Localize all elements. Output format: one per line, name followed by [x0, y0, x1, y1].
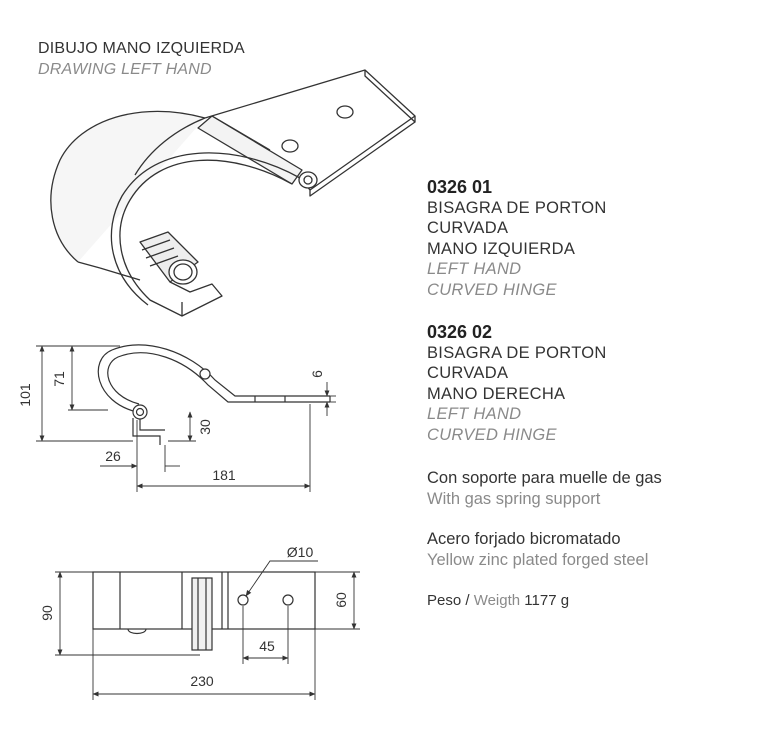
- support-note: Con soporte para muelle de gas With gas …: [427, 468, 662, 509]
- product-code: 0326 02: [427, 322, 493, 342]
- support-es: Con soporte para muelle de gas: [427, 469, 662, 487]
- product-block-2: 0326 02 BISAGRA DE PORTON CURVADA MANO D…: [427, 322, 607, 445]
- weight-value: 1177 g: [524, 592, 570, 609]
- dim-plate-width: 60: [333, 592, 349, 608]
- weight-label-en: Weigth: [473, 592, 521, 609]
- dim-length-side: 181: [212, 467, 236, 483]
- drawing-title-en: DRAWING LEFT HAND: [38, 61, 212, 78]
- product-desc-line: MANO DERECHA: [427, 384, 566, 403]
- dim-plate-thickness: 6: [309, 370, 325, 378]
- dim-width-top: 90: [39, 605, 55, 621]
- product-block-1: 0326 01 BISAGRA DE PORTON CURVADA MANO I…: [427, 177, 607, 300]
- product-code: 0326 01: [427, 177, 493, 197]
- dim-pin-offset-v: 30: [197, 419, 213, 435]
- hinge-top-view: [92, 571, 316, 651]
- dim-hole-spacing: 45: [259, 638, 275, 654]
- material-note: Acero forjado bicromatado Yellow zinc pl…: [427, 529, 648, 570]
- hinge-side-view: [97, 344, 331, 445]
- drawing-title-es: DIBUJO MANO IZQUIERDA: [38, 40, 245, 57]
- product-desc-line: MANO IZQUIERDA: [427, 239, 576, 258]
- material-en: Yellow zinc plated forged steel: [427, 550, 649, 569]
- dim-pin-offset-h: 26: [105, 448, 121, 464]
- support-en: With gas spring support: [427, 489, 601, 508]
- material-es: Acero forjado bicromatado: [427, 530, 621, 548]
- product-desc-line-en: CURVED HINGE: [427, 425, 557, 444]
- product-desc-line-en: CURVED HINGE: [427, 280, 557, 299]
- dim-height-curve: 71: [51, 371, 67, 387]
- product-desc-line-en: LEFT HAND: [427, 260, 522, 278]
- weight-note: Peso / Weigth 1177 g: [427, 591, 569, 612]
- dim-hole-diameter: Ø10: [287, 544, 314, 560]
- product-desc-line: BISAGRA DE PORTON: [427, 198, 607, 217]
- product-desc-line: CURVADA: [427, 219, 509, 237]
- product-desc-line: BISAGRA DE PORTON: [427, 343, 607, 362]
- hinge-isometric-view: [50, 69, 416, 317]
- dim-height-total: 101: [17, 383, 33, 407]
- weight-label-es: Peso /: [427, 592, 470, 609]
- top-view-dimensions: [55, 560, 360, 700]
- side-view-dimensions: [36, 345, 336, 492]
- product-desc-line-en: LEFT HAND: [427, 405, 522, 423]
- product-desc-line: CURVADA: [427, 364, 509, 382]
- dim-length-top: 230: [190, 673, 214, 689]
